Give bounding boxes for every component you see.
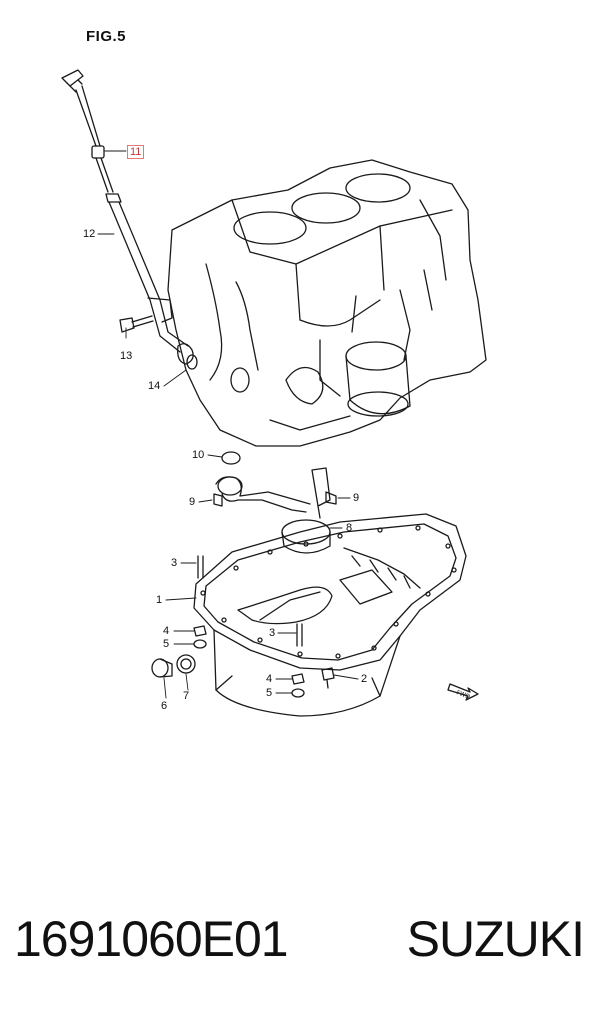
callout-14: 14 [148, 380, 161, 392]
fwd-label: FWD [455, 689, 471, 700]
exploded-parts-diagram: FWD [0, 0, 600, 850]
callout-3a: 3 [171, 557, 178, 569]
bolt-13 [120, 316, 153, 332]
bolt-2 [322, 668, 334, 688]
oil-pan [194, 514, 466, 716]
callout-5b: 5 [266, 687, 273, 699]
oil-filter [346, 342, 410, 416]
dipstick-guide-tube [106, 194, 193, 364]
part-number: 1691060E01 [14, 911, 289, 967]
gasket-7 [177, 655, 195, 673]
nut-4a [194, 626, 206, 636]
callout-5a: 5 [163, 638, 170, 650]
cylinder-block [168, 160, 486, 446]
dipstick [62, 70, 113, 192]
o-ring-14 [187, 355, 197, 369]
callout-13: 13 [120, 350, 133, 362]
bolts-9 [214, 492, 336, 506]
fwd-arrow-icon: FWD [448, 684, 478, 701]
drain-plug-6 [152, 659, 172, 677]
callout-4a: 4 [163, 625, 170, 637]
callout-7: 7 [183, 690, 190, 702]
nut-4b [292, 674, 304, 684]
leader-lines [98, 151, 358, 698]
washer-5b [292, 689, 304, 697]
stud-3a [198, 556, 203, 578]
callout-3b: 3 [269, 627, 276, 639]
footer: 1691060E01 SUZUKI [0, 900, 600, 990]
washer-5a [194, 640, 206, 648]
gasket-10 [222, 452, 240, 464]
callout-2: 2 [361, 673, 368, 685]
callout-9b: 9 [353, 492, 360, 504]
oil-strainer [216, 468, 330, 553]
callout-6: 6 [161, 700, 168, 712]
brand-name: SUZUKI [406, 911, 585, 967]
callout-4b: 4 [266, 673, 273, 685]
callout-10: 10 [192, 449, 205, 461]
callout-1: 1 [156, 594, 163, 606]
callout-8: 8 [346, 522, 353, 534]
stud-3b [297, 624, 302, 646]
callout-9a: 9 [189, 496, 196, 508]
figure-title: FIG.5 [86, 28, 127, 45]
callout-12: 12 [83, 228, 96, 240]
callout-11: 11 [127, 145, 145, 159]
